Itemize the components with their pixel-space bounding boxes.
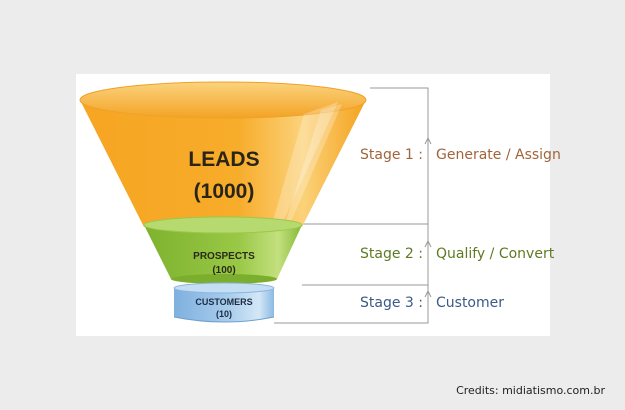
funnel-diagram: LEADS (1000) PROSPECTS (100) CUSTOMERS (… <box>76 74 561 336</box>
prospects-name: PROSPECTS <box>193 251 255 262</box>
bracket-stage-1 <box>288 87 429 225</box>
funnel-graphic: LEADS (1000) PROSPECTS (100) CUSTOMERS (… <box>79 81 432 324</box>
leads-count: (1000) <box>194 180 255 203</box>
stage-1-label: Stage 1 : <box>360 147 423 163</box>
prospects-count: (100) <box>212 265 235 276</box>
stage-3-label: Stage 3 : <box>360 295 423 311</box>
stage-2-description: Qualify / Convert <box>436 246 555 262</box>
image-credits: Credits: midiatismo.com.br <box>456 384 605 397</box>
stage-2-label: Stage 2 : <box>360 246 423 262</box>
stage-brackets <box>274 87 432 324</box>
leads-cone <box>79 81 367 227</box>
bracket-tick-3 <box>424 289 432 298</box>
bracket-tick-1 <box>424 136 432 145</box>
customers-count: (10) <box>216 309 232 319</box>
prospects-cone <box>143 216 303 284</box>
leads-name: LEADS <box>188 148 259 171</box>
stage-1-description: Generate / Assign <box>436 147 561 163</box>
bracket-stage-3 <box>274 285 429 324</box>
stage-3-description: Customer <box>436 295 505 311</box>
bracket-tick-2 <box>424 239 432 248</box>
customers-cylinder <box>173 282 275 323</box>
customers-name: CUSTOMERS <box>195 297 252 307</box>
